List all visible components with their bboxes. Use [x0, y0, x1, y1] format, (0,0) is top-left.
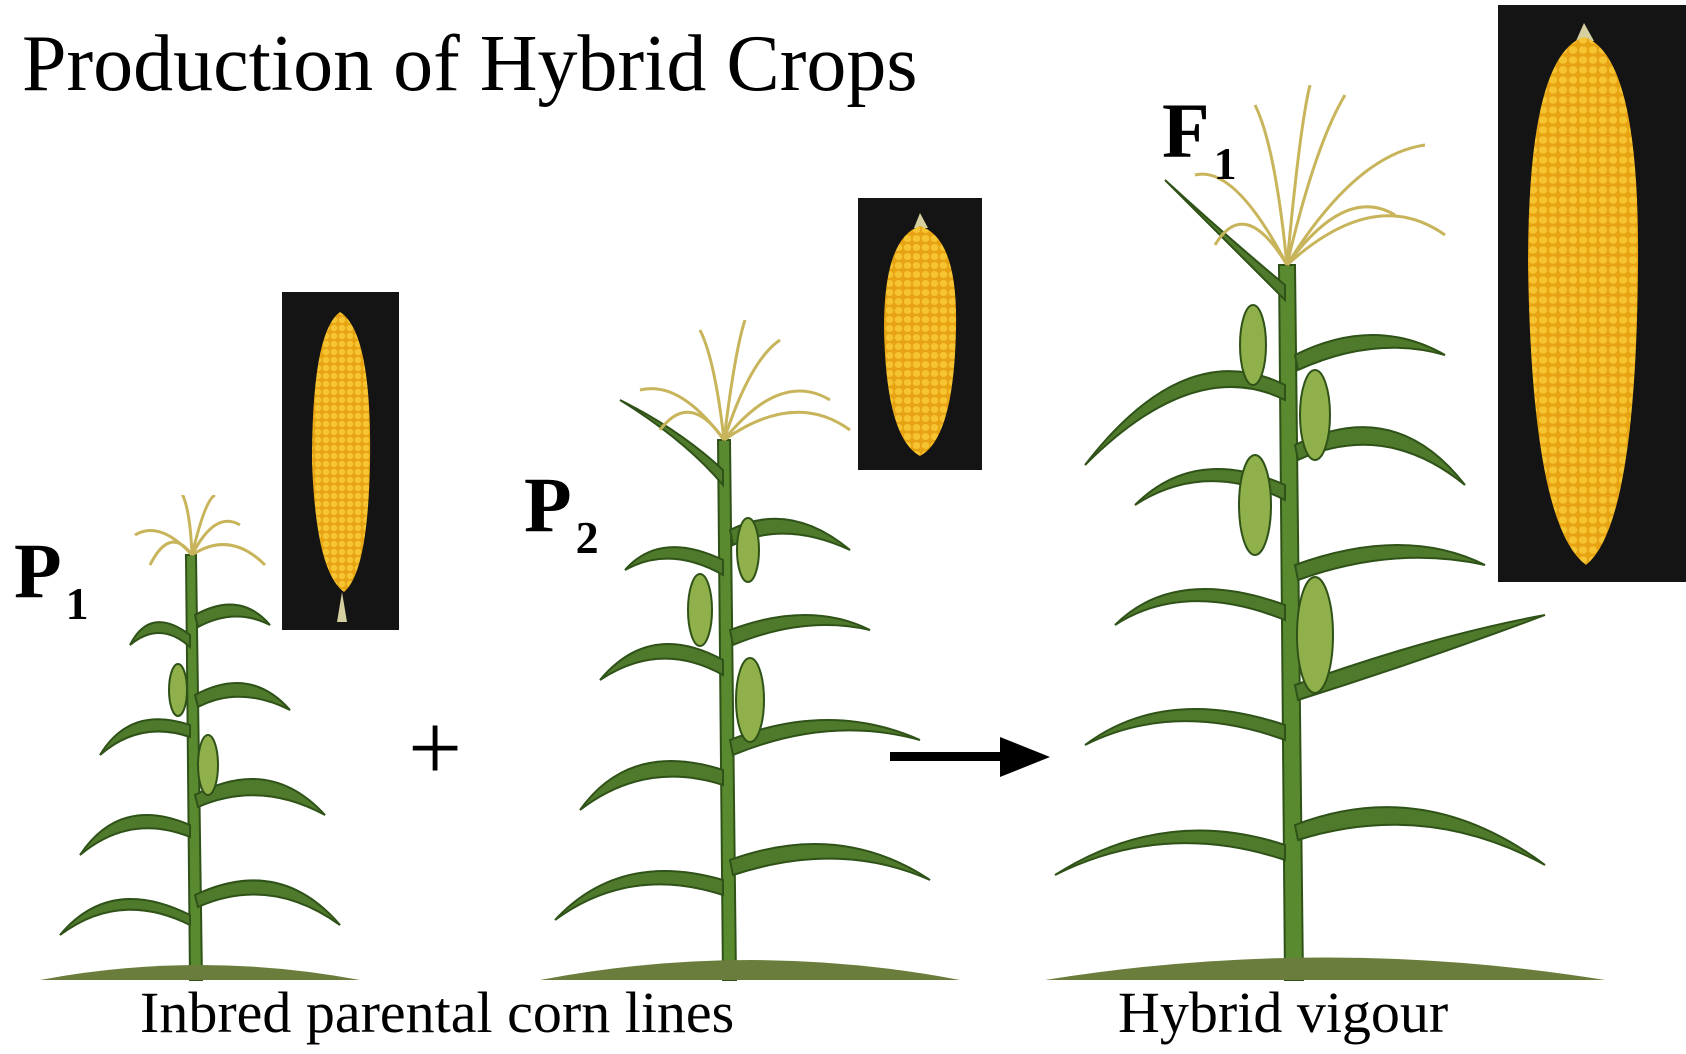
p1-corn-ear-photo [282, 292, 399, 630]
corn-ear-icon [282, 292, 399, 630]
p2-subscript: 2 [576, 512, 599, 563]
corn-ear-icon [1498, 5, 1686, 582]
plus-sign: + [408, 700, 462, 796]
f1-subscript: 1 [1214, 138, 1237, 189]
f1-letter: F [1162, 87, 1210, 174]
p1-letter: P [14, 527, 62, 614]
p2-label: P2 [524, 466, 599, 544]
page-title: Production of Hybrid Crops [22, 22, 918, 106]
right-arrow-icon [890, 735, 1050, 779]
parents-caption: Inbred parental corn lines [140, 983, 734, 1044]
f1-corn-ear-photo [1498, 5, 1686, 582]
corn-ear-icon [858, 198, 982, 470]
f1-label: F1 [1162, 92, 1237, 170]
p2-corn-ear-photo [858, 198, 982, 470]
hybrid-caption: Hybrid vigour [1118, 983, 1448, 1044]
p2-letter: P [524, 461, 572, 548]
p1-subscript: 1 [66, 578, 89, 629]
p1-label: P1 [14, 532, 89, 610]
